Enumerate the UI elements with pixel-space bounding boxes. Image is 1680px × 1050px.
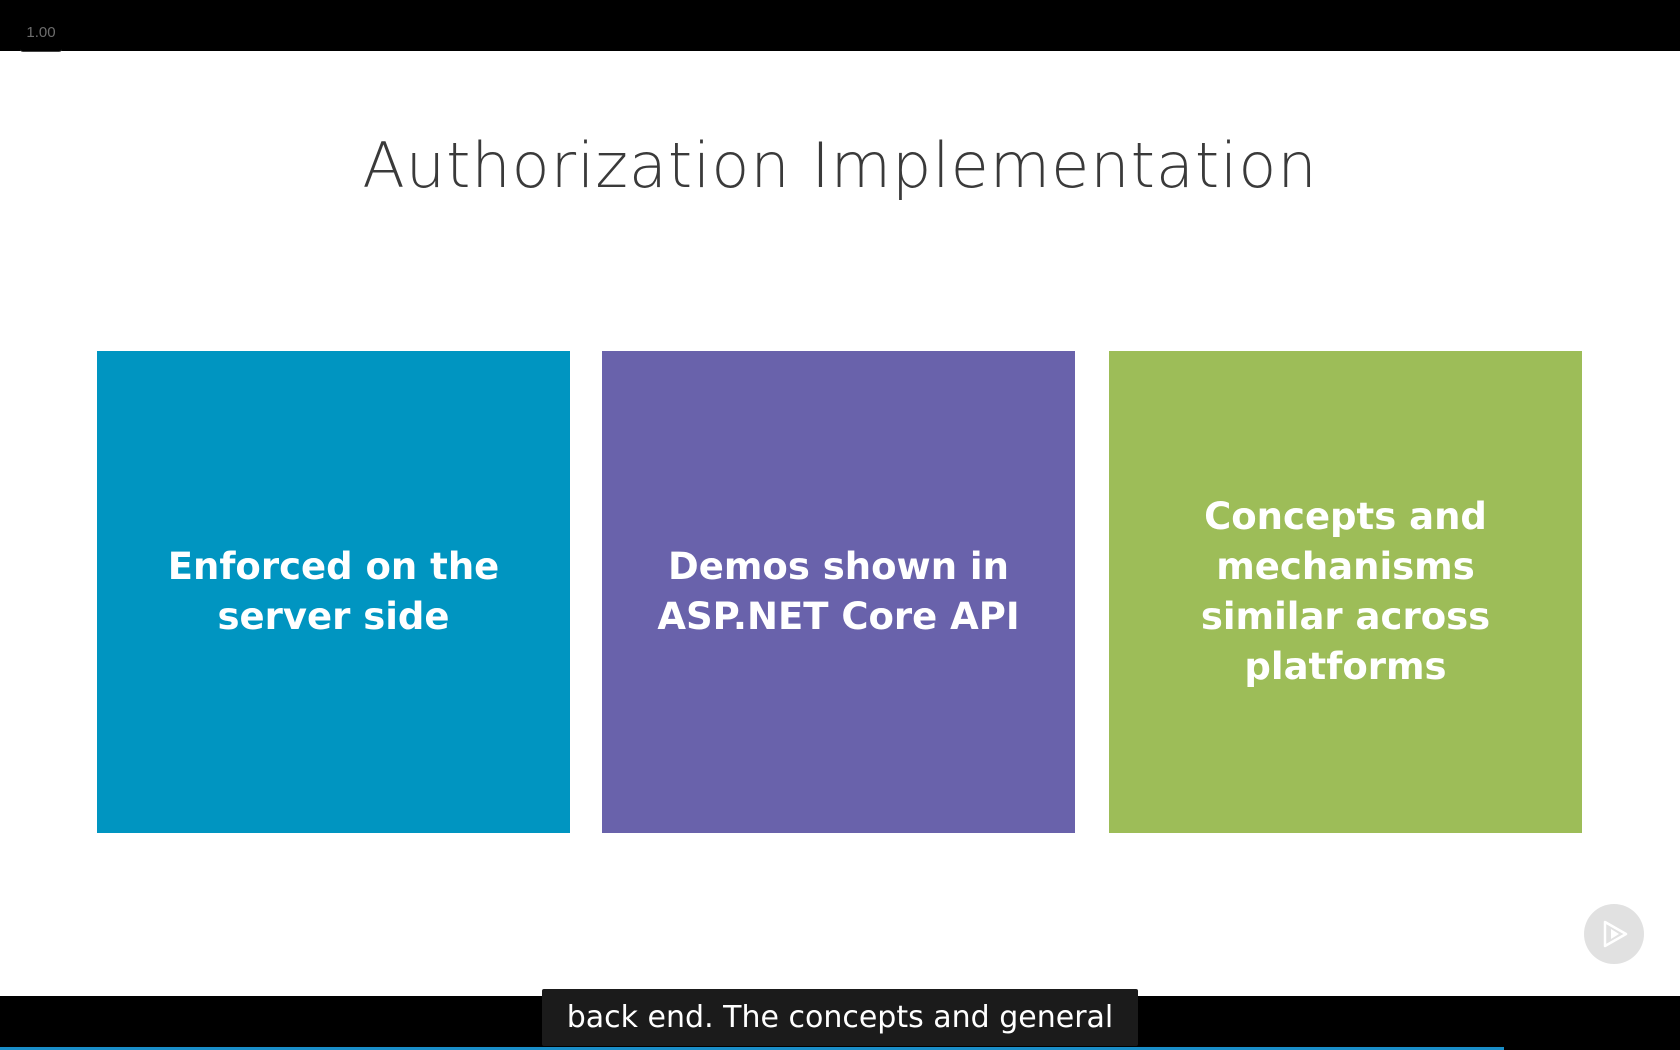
card-demos-aspnet-core: Demos shown in ASP.NET Core API (602, 351, 1075, 833)
progress-bar[interactable] (0, 1047, 1504, 1050)
card-text: Enforced on the server side (167, 545, 500, 638)
card-text: Demos shown in ASP.NET Core API (657, 545, 1020, 638)
closed-caption: back end. The concepts and general (542, 989, 1138, 1046)
card-concepts-across-platforms: Concepts and mechanisms similar across p… (1109, 351, 1582, 833)
slide-title: Authorization Implementation (362, 129, 1318, 202)
card-enforced-server-side: Enforced on the server side (97, 351, 570, 833)
card-text: Concepts and mechanisms similar across p… (1200, 495, 1491, 688)
next-clip-button[interactable] (1584, 904, 1644, 964)
playback-speed-button[interactable]: 1.00 (20, 22, 62, 52)
caption-text: back end. The concepts and general (566, 1000, 1114, 1035)
player-top-bar: 1.00 (0, 0, 1680, 52)
play-next-icon (1603, 920, 1628, 948)
